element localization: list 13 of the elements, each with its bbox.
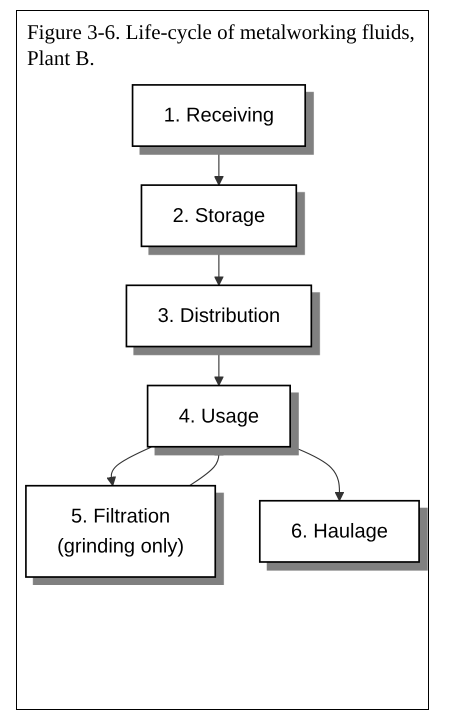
- arrow: [214, 346, 224, 386]
- node-box: 3. Distribution: [126, 284, 312, 347]
- arrow: [214, 246, 224, 286]
- arrow: [106, 446, 152, 486]
- arrow: [214, 146, 224, 186]
- arrow: [189, 446, 224, 486]
- node-box: 1. Receiving: [132, 84, 306, 146]
- node-box: 4. Usage: [146, 384, 291, 448]
- figure-title: Figure 3-6. Life-cycle of metalworking fluids, Plant B.: [26, 19, 416, 72]
- arrow: [290, 444, 344, 501]
- node-box: 5. Filtration (grinding only): [25, 484, 216, 578]
- node-box: 6. Haulage: [258, 499, 420, 562]
- node-box: 2. Storage: [140, 184, 298, 247]
